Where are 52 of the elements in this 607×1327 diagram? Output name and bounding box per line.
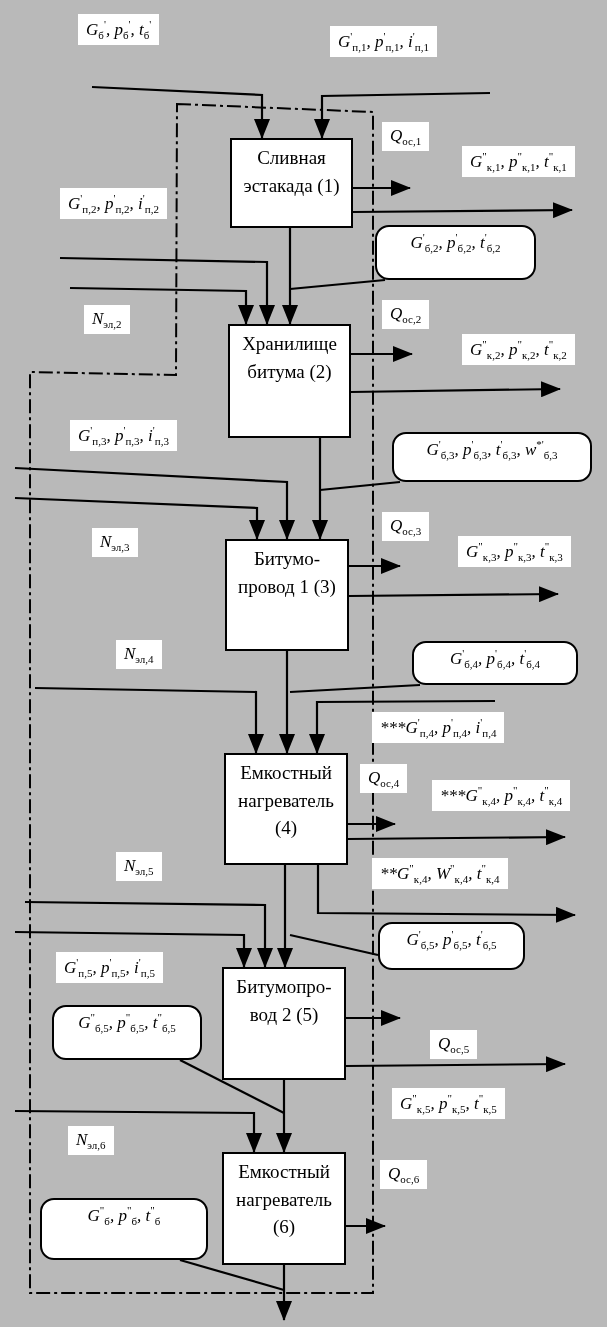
parameter-label: Q$_{ос,2}$ [382, 300, 430, 330]
flow-arrow [348, 829, 566, 846]
flow-arrow [346, 1056, 566, 1073]
parameter-label: N$_{эл,5}$ [116, 852, 162, 882]
flow-arrow [349, 558, 401, 574]
flow-arrow [282, 228, 298, 325]
parameter-label: Q$_{ос,5}$ [430, 1030, 478, 1060]
flow-arrow [353, 180, 411, 196]
flow-arrow [14, 496, 265, 540]
flow-arrow [277, 865, 293, 968]
flow-arrow [279, 651, 295, 754]
flow-arrow [353, 202, 573, 219]
leader-line [289, 683, 421, 694]
flow-arrow [346, 1010, 401, 1026]
flow-arrow [276, 1080, 292, 1153]
flow-arrow [351, 346, 413, 362]
flow-arrow [276, 1265, 292, 1321]
flow-arrow [15, 930, 252, 968]
flow-arrow [14, 466, 295, 540]
parameter-label: N$_{эл,3}$ [92, 528, 138, 558]
flow-arrow [59, 256, 275, 325]
process-box: Битумопро-вод 2 (5) [222, 967, 346, 1080]
parameter-label: Q$_{ос,4}$ [360, 764, 408, 794]
flow-arrow [35, 686, 264, 754]
flow-arrow [351, 381, 561, 398]
parameter-label: Q$_{ос,3}$ [382, 512, 430, 542]
parameter-label: N$_{эл,2}$ [84, 305, 130, 335]
leader-line [319, 480, 401, 492]
parameter-label: N$_{эл,4}$ [116, 640, 162, 670]
process-box: Емкостный нагреватель (4) [224, 753, 348, 865]
parameter-label: Q$_{ос,1}$ [382, 122, 430, 152]
flow-arrow [349, 586, 559, 603]
process-box: Емкостный нагреватель (6) [222, 1152, 346, 1265]
flow-arrow [312, 438, 328, 540]
process-box: Битумо-провод 1 (3) [225, 539, 349, 651]
process-box: Хранилище битума (2) [228, 324, 351, 438]
flow-arrow [316, 865, 576, 923]
parameter-label: Q$_{ос,6}$ [380, 1160, 428, 1190]
flow-arrow [346, 1218, 386, 1234]
flow-arrow [91, 85, 270, 139]
leader-line [179, 1258, 285, 1292]
flow-arrow [314, 91, 490, 139]
leader-line [179, 1059, 285, 1114]
parameter-label: N$_{эл,6}$ [68, 1126, 114, 1156]
flow-arrow [309, 699, 495, 754]
flow-arrow [15, 1109, 262, 1153]
process-box: Сливная эстакада (1) [230, 138, 353, 228]
leader-line [289, 933, 379, 957]
flow-arrow [70, 286, 254, 325]
leader-line [289, 278, 386, 291]
flow-arrow [25, 900, 273, 968]
flow-arrow [348, 816, 396, 832]
